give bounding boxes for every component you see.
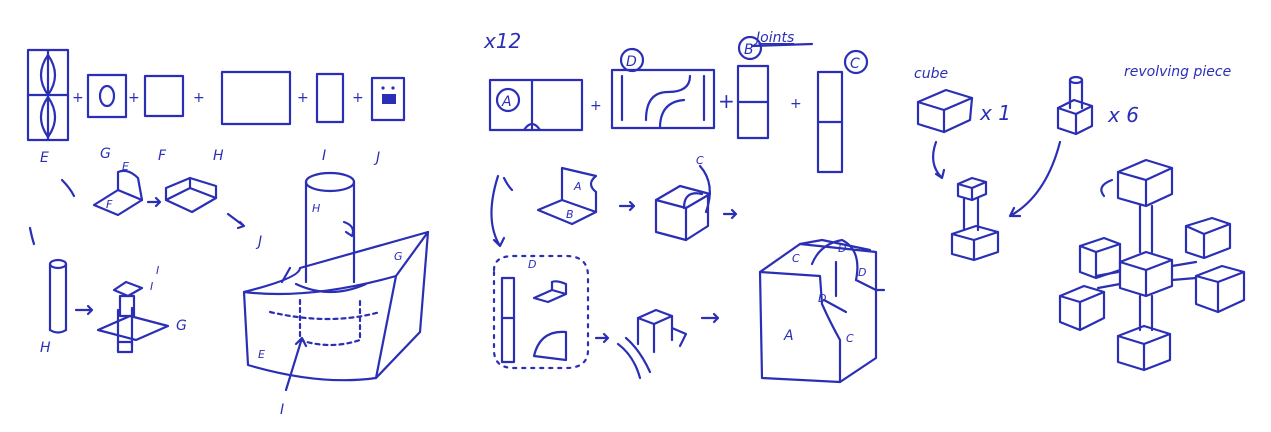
part-label: C [850,56,860,72]
plus-sign: + [790,96,802,112]
step-label: H [40,340,51,356]
revolving-assembly [1058,158,1246,372]
small-assembly [96,280,170,354]
part-label: G [100,146,111,162]
combined-piece [950,176,1000,262]
plus-sign: + [128,90,140,106]
plus-sign: + [718,89,735,113]
plus-sign: + [590,98,602,114]
step-label: C [792,252,800,265]
flow-arrow-icon [490,174,506,248]
flow-arrow-icon [28,226,36,246]
revolving-label: revolving piece [1124,64,1231,80]
step-label: A [573,180,582,193]
flow-arrow-icon [60,178,76,198]
part-h-drawing [220,70,292,126]
step-label: A [783,328,794,344]
fold-a-b [536,166,598,226]
part-label: B [744,42,754,58]
step-label: I [280,402,284,418]
part-label: J [373,150,380,166]
middle-section: x12 Joints A + D + B + [483,29,886,384]
fold-step-1 [92,169,144,217]
count-label: x12 [483,29,521,53]
dashed-group [492,254,590,370]
flow-arrow-icon [502,176,514,192]
cube-drawing [916,88,974,134]
part-c-drawing [816,49,869,174]
arrow-right-icon [226,212,246,230]
plus-sign: + [297,90,309,106]
joints-label: Joints [753,30,794,46]
part-f-drawing [143,74,185,118]
step-label: B [566,208,574,221]
step-label: H [312,202,320,215]
part-e-drawing [26,48,70,142]
part-label: D [626,54,637,70]
arrow-right-icon [74,304,94,316]
step-label: I [150,280,153,293]
fold-step-2 [164,176,218,214]
cube-label: cube [914,66,948,82]
part-label: A [501,94,512,110]
arrow-right-icon [146,196,162,208]
flow-arrow-icon [1008,140,1062,218]
left-section: + + + + + E G F H I J [26,48,430,418]
part-label: H [213,148,224,164]
arrow-right-icon [618,200,636,212]
step-label: J [255,234,262,250]
big-assembly [242,171,430,392]
step-label: D [818,292,826,305]
arrow-right-icon [594,332,610,344]
part-b-drawing [736,35,770,140]
plus-sign: + [72,90,84,106]
step-label: C [696,154,704,167]
joints-underline [750,42,814,48]
plus-sign: + [193,90,205,106]
part-g-drawing [86,73,128,119]
right-section: cube revolving piece x 1 x 6 [914,64,1246,372]
step-label: I [156,264,159,277]
step-label: D [858,266,866,279]
step-label: G [394,250,403,263]
part-d-drawing [610,47,716,130]
fold-cube-cut [654,164,712,242]
step-label: F [106,198,113,211]
part-label: F [158,148,167,164]
plus-sign: + [352,90,364,106]
step-label: D [838,242,846,255]
big-cube [758,238,886,384]
step-label: G [176,318,187,334]
part-i-drawing [315,72,345,124]
revolving-piece-drawing [1056,75,1094,136]
twist-piece [616,308,688,380]
part-label: I [322,148,326,164]
cube-multiplier: x 1 [979,101,1011,125]
arrow-right-icon [700,312,720,324]
flow-arrow-icon [931,140,946,180]
step-label: D [528,258,536,271]
revolving-multiplier: x 6 [1107,103,1139,127]
arrow-right-icon [722,208,738,220]
step-label: E [122,160,129,173]
part-j-drawing [370,76,406,122]
cylinder-h [48,258,68,334]
step-label: C [846,332,854,345]
part-label: E [40,150,49,166]
part-a-drawing [488,78,584,132]
step-label: E [258,348,265,361]
